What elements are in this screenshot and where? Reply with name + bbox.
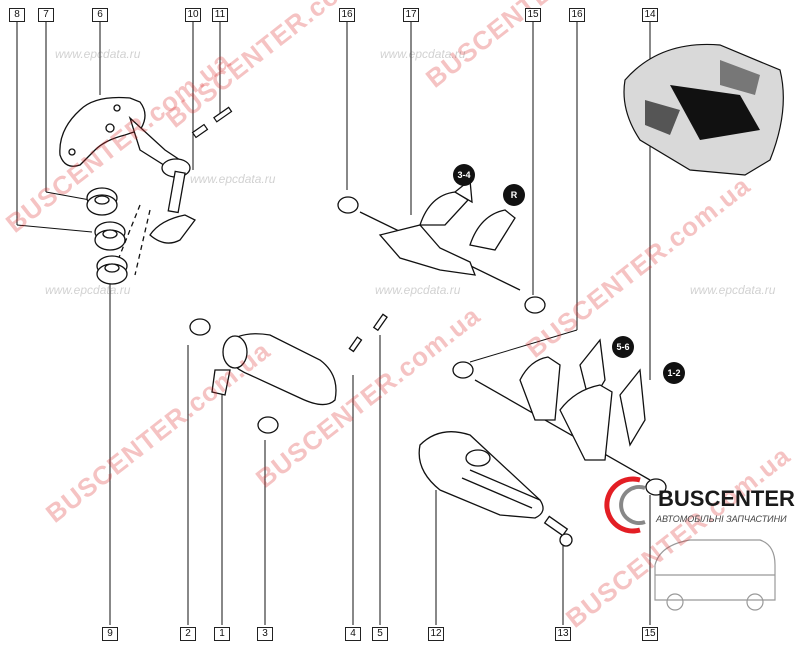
gear-badge-reverse: R <box>503 184 525 206</box>
watermark-site: www.epcdata.ru <box>690 283 776 297</box>
callout-5: 5 <box>372 627 388 641</box>
callout-7: 7 <box>38 8 54 22</box>
gear-badge-1-2: 1-2 <box>663 362 685 384</box>
van-image <box>654 539 776 611</box>
callout-3: 3 <box>257 627 273 641</box>
pins-top <box>191 106 233 139</box>
bushes <box>86 187 128 285</box>
leader-16b-2 <box>469 329 578 363</box>
callout-14: 14 <box>642 8 658 22</box>
logo-brand-name: BUSCENTER <box>658 486 795 511</box>
callout-8: 8 <box>9 8 25 22</box>
callout-2: 2 <box>180 627 196 641</box>
logo-mark <box>604 476 646 534</box>
callout-9: 9 <box>102 627 118 641</box>
gear-badge-5-6: 5-6 <box>612 336 634 358</box>
callout-16: 16 <box>339 8 355 22</box>
callout-13: 13 <box>555 627 571 641</box>
gearbox-thumbnail <box>623 43 784 176</box>
callout-10: 10 <box>185 8 201 22</box>
guide-plate <box>418 431 573 547</box>
watermark-site: www.epcdata.ru <box>380 47 466 61</box>
leader-7b <box>45 191 91 201</box>
callout-12: 12 <box>428 627 444 641</box>
selector-shaft <box>189 313 388 434</box>
lever-bracket <box>59 96 181 173</box>
callout-4: 4 <box>345 627 361 641</box>
leader-8b <box>16 224 93 233</box>
fork-assembly-lower <box>452 338 667 496</box>
callout-15: 15 <box>525 8 541 22</box>
watermark-site: www.epcdata.ru <box>375 283 461 297</box>
callout-17: 17 <box>403 8 419 22</box>
watermark-site: www.epcdata.ru <box>190 172 276 186</box>
watermark-site: www.epcdata.ru <box>45 283 131 297</box>
fork-assembly-upper <box>337 178 546 314</box>
logo-tagline: АВТОМОБІЛЬНІ ЗАПЧАСТИНИ <box>656 514 787 524</box>
selector-lever <box>117 158 196 276</box>
callout-16: 16 <box>569 8 585 22</box>
callout-6: 6 <box>92 8 108 22</box>
watermark-site: www.epcdata.ru <box>55 47 141 61</box>
gear-badge-3-4: 3-4 <box>453 164 475 186</box>
callout-1: 1 <box>214 627 230 641</box>
callout-15: 15 <box>642 627 658 641</box>
callout-11: 11 <box>212 8 228 22</box>
